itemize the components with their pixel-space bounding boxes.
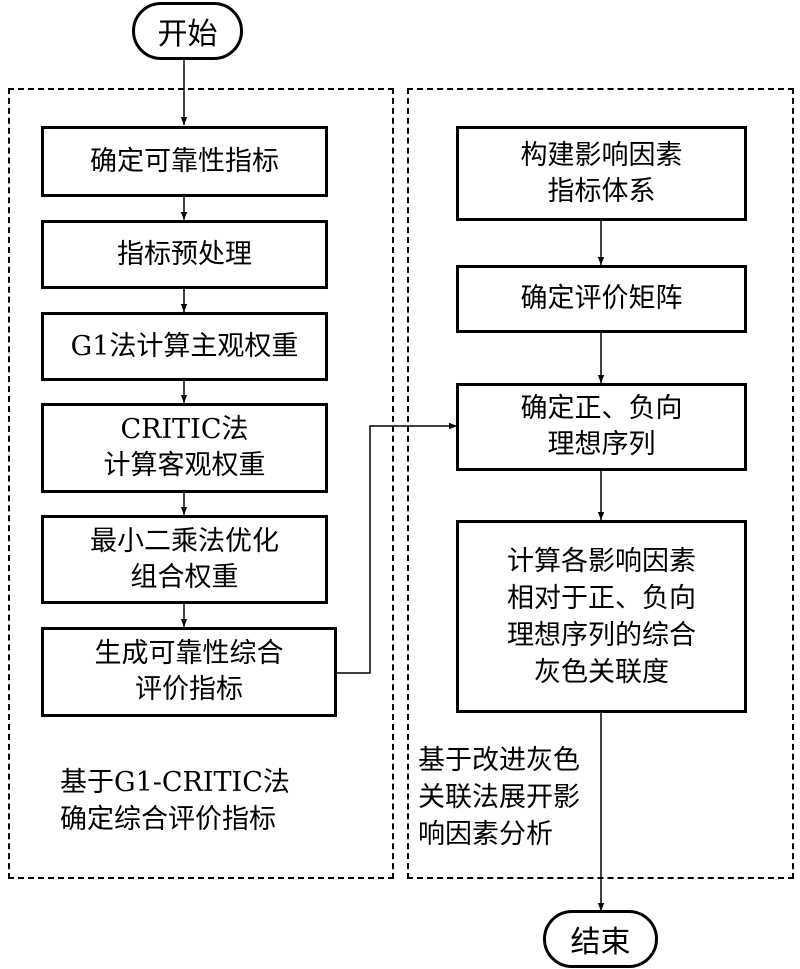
left-group-caption: 基于G1-CRITIC法 确定综合评价指标	[60, 764, 290, 838]
right-step-3-line-1: 确定正、负向	[520, 393, 683, 424]
right-step-3: 确定正、负向 理想序列	[456, 383, 747, 471]
right-step-4-line-2: 相对于正、负向	[507, 582, 696, 614]
arrow-left-to-right	[336, 422, 457, 674]
right-step-1-line-1: 构建影响因素	[520, 139, 683, 171]
left-step-3: G1法计算主观权重	[41, 312, 328, 381]
start-terminal: 开始	[132, 2, 243, 60]
right-caption-line-2: 关联法展开影	[418, 782, 580, 813]
left-step-6-line-2: 评价指标	[135, 674, 243, 705]
left-step-4-line-1: CRITIC法	[120, 414, 249, 445]
right-caption-line-1: 基于改进灰色	[418, 745, 580, 776]
left-step-1: 确定可靠性指标	[41, 126, 328, 197]
end-terminal: 结束	[543, 910, 658, 968]
right-step-4-line-3: 理想序列的综合	[507, 619, 696, 651]
right-caption-line-3: 响因素分析	[418, 819, 553, 850]
right-step-4-line-1: 计算各影响因素	[507, 545, 696, 577]
left-step-6: 生成可靠性综合 评价指标	[41, 627, 337, 717]
right-group-caption: 基于改进灰色 关联法展开影 响因素分析	[418, 742, 580, 853]
right-step-1-line-2: 指标体系	[547, 175, 656, 207]
right-step-4: 计算各影响因素 相对于正、负向 理想序列的综合 灰色关联度	[456, 520, 747, 713]
start-label: 开始	[157, 17, 218, 52]
left-step-2: 指标预处理	[41, 220, 328, 289]
left-caption-line-1: 基于G1-CRITIC法	[60, 767, 290, 798]
left-step-3-line-1: G1法计算主观权重	[70, 330, 299, 362]
left-step-5-line-1: 最小二乘法优化	[90, 525, 279, 557]
left-step-6-line-1: 生成可靠性综合	[94, 638, 284, 669]
left-step-4: CRITIC法 计算客观权重	[41, 403, 328, 493]
left-step-2-line-1: 指标预处理	[117, 238, 252, 270]
right-step-2-line-1: 确定评价矩阵	[520, 283, 683, 314]
right-step-4-line-4: 灰色关联度	[534, 656, 669, 688]
left-caption-line-2: 确定综合评价指标	[60, 804, 276, 835]
end-label: 结束	[570, 925, 631, 960]
left-step-5-line-2: 组合权重	[130, 561, 239, 593]
left-step-1-line-1: 确定可靠性指标	[90, 145, 279, 177]
left-group-panel	[8, 88, 394, 879]
right-step-1: 构建影响因素 指标体系	[456, 126, 747, 221]
left-step-4-line-2: 计算客观权重	[103, 450, 266, 481]
right-step-2: 确定评价矩阵	[456, 265, 747, 333]
right-step-3-line-2: 理想序列	[547, 429, 656, 460]
left-step-5: 最小二乘法优化 组合权重	[41, 515, 328, 604]
